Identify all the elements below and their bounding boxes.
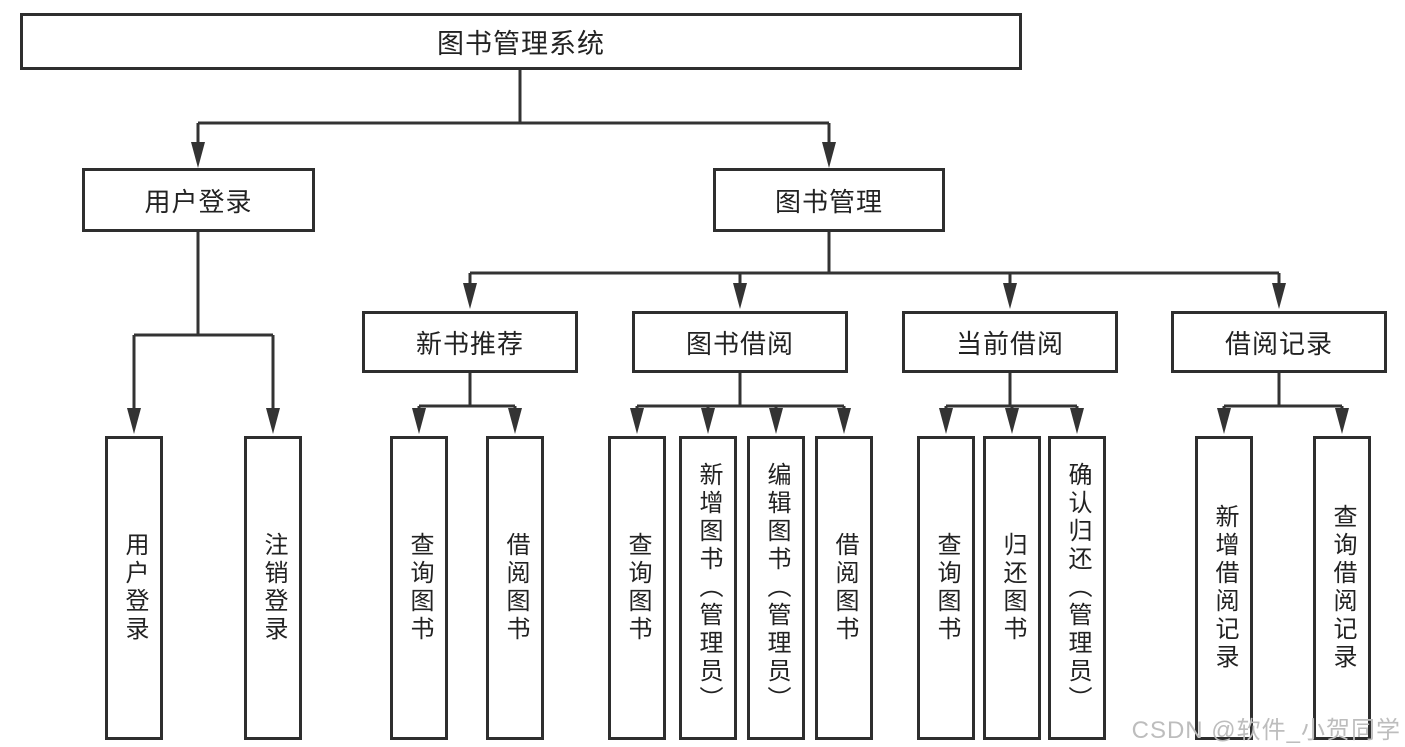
leaf-confirm-return-admin: 确认归还（管理员） — [1048, 436, 1106, 740]
node-borrowing-records: 借阅记录 — [1171, 311, 1387, 373]
node-user-login: 用户登录 — [82, 168, 315, 232]
leaf-add-borrow-record: 新增借阅记录 — [1195, 436, 1253, 740]
node-book-management: 图书管理 — [713, 168, 945, 232]
leaf-borrow-books: 借阅图书 — [815, 436, 873, 740]
leaf-logout: 注销登录 — [244, 436, 302, 740]
leaf-query-books-current: 查询图书 — [917, 436, 975, 740]
leaf-user-login: 用户登录 — [105, 436, 163, 740]
node-book-borrowing: 图书借阅 — [632, 311, 848, 373]
csdn-watermark: CSDN @软件_小贺同学 — [1131, 717, 1401, 744]
node-new-book-recommendation: 新书推荐 — [362, 311, 578, 373]
leaf-edit-book-admin: 编辑图书（管理员） — [747, 436, 805, 740]
node-current-borrowing: 当前借阅 — [902, 311, 1118, 373]
leaf-borrow-books-recommend: 借阅图书 — [486, 436, 544, 740]
leaf-return-books: 归还图书 — [983, 436, 1041, 740]
leaf-query-books-recommend: 查询图书 — [390, 436, 448, 740]
leaf-query-books-borrow: 查询图书 — [608, 436, 666, 740]
node-library-system: 图书管理系统 — [20, 13, 1022, 70]
leaf-add-book-admin: 新增图书（管理员） — [679, 436, 737, 740]
leaf-query-borrow-record: 查询借阅记录 — [1313, 436, 1371, 740]
